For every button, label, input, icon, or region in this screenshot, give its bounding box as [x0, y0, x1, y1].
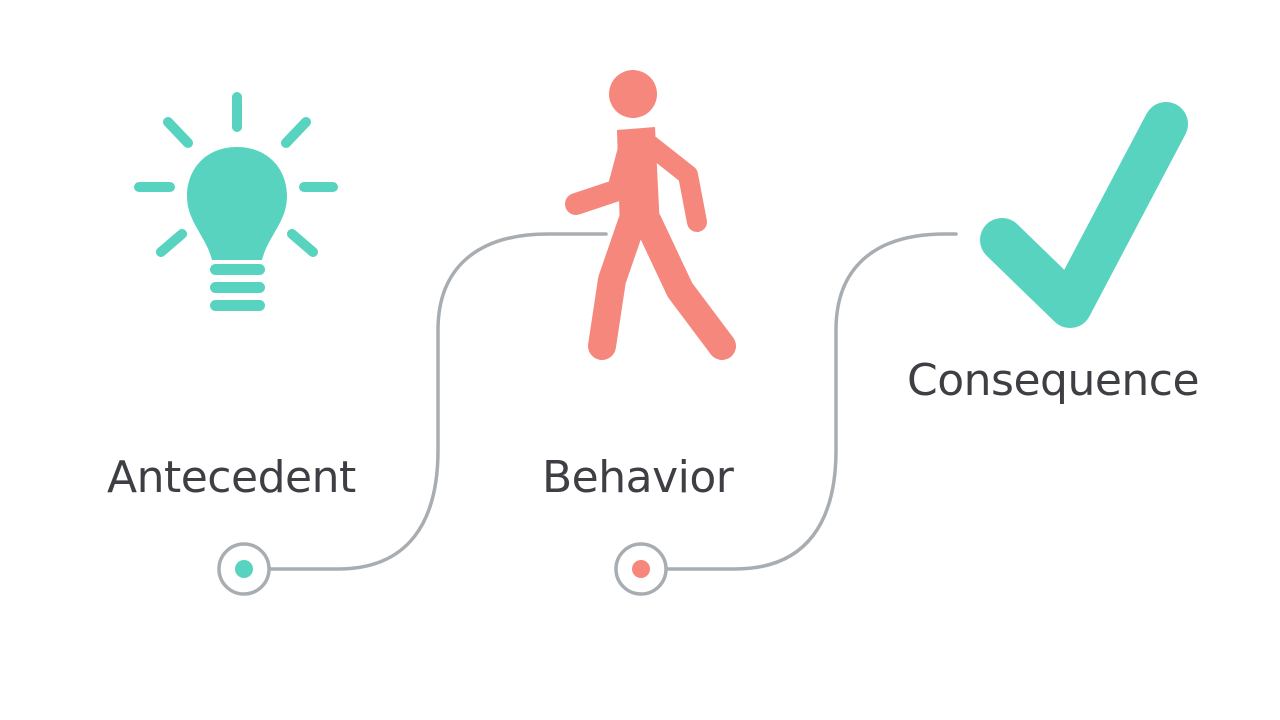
lightbulb-icon: [134, 92, 338, 311]
walking-person-icon: [565, 70, 736, 360]
behavior-node: [614, 542, 668, 596]
consequence-label: Consequence: [907, 355, 1200, 406]
connector-behavior-to-consequence: [665, 232, 958, 571]
checkmark-icon: [980, 102, 1188, 328]
antecedent-node: [217, 542, 271, 596]
antecedent-label: Antecedent: [107, 452, 356, 503]
behavior-label: Behavior: [542, 452, 734, 503]
connector-antecedent-to-behavior: [268, 232, 608, 571]
